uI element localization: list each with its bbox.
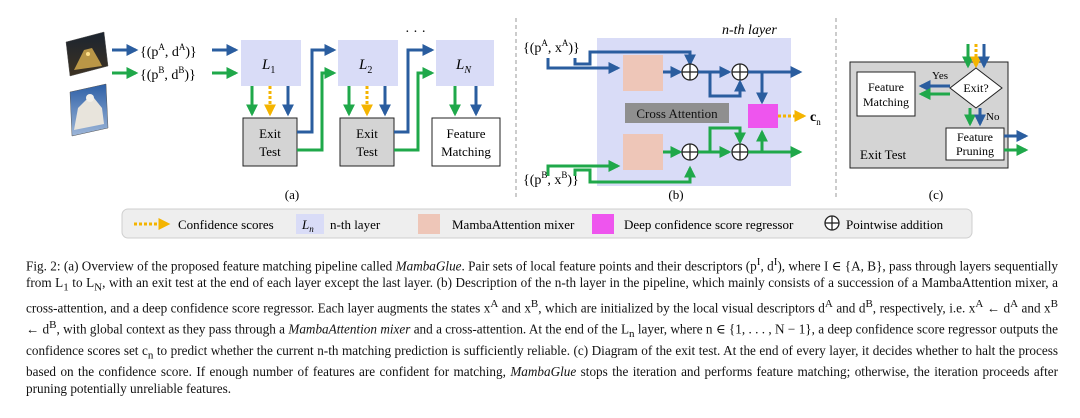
cross-attention-block bbox=[625, 103, 729, 123]
yes-label: Yes bbox=[932, 70, 948, 82]
legend: Confidence scores Ln n-th layer MambaAtt… bbox=[121, 208, 973, 239]
legend-regressor-swatch bbox=[592, 214, 614, 234]
panel-a-label: (a) bbox=[285, 187, 299, 202]
layer-l1 bbox=[241, 40, 301, 86]
feature-matching-c-line2: Matching bbox=[863, 95, 909, 109]
exit-decision-diamond bbox=[949, 67, 1003, 109]
no-label: No bbox=[986, 111, 1000, 123]
input-image-a bbox=[65, 31, 109, 77]
feature-matching-box-a bbox=[431, 117, 501, 167]
input-b-label: {(pB, dB)} bbox=[140, 65, 196, 83]
panel-b-input-a: {(pA, xA)} bbox=[523, 38, 580, 56]
layer-l1-label: L1 bbox=[261, 57, 275, 76]
cross-attention-label: Cross Attention bbox=[636, 106, 718, 121]
layer-l2 bbox=[338, 40, 398, 86]
input-a-label: {(pA, dA)} bbox=[140, 42, 197, 60]
mamba-mixer-bottom bbox=[623, 134, 663, 170]
layer-ellipsis: · · · bbox=[405, 25, 426, 40]
legend-confidence-scores: Confidence scores bbox=[178, 217, 274, 232]
input-image-b bbox=[69, 83, 109, 137]
exit-test-box-1 bbox=[242, 117, 298, 167]
confidence-output-label: cn bbox=[810, 110, 821, 127]
feature-pruning-box bbox=[945, 127, 1005, 161]
layer-ln bbox=[436, 40, 494, 86]
nth-layer-title: n-th layer bbox=[722, 23, 777, 38]
confidence-regressor bbox=[748, 104, 778, 128]
legend-mamba-swatch bbox=[418, 214, 440, 234]
legend-nth-layer: n-th layer bbox=[330, 217, 381, 232]
feature-pruning-line2: Pruning bbox=[956, 144, 994, 158]
legend-layer-swatch bbox=[296, 214, 324, 234]
legend-pointwise-addition: Pointwise addition bbox=[846, 217, 944, 232]
feature-pruning-line1: Feature bbox=[957, 130, 993, 144]
figure-caption: Fig. 2: (a) Overview of the proposed fea… bbox=[26, 256, 1058, 396]
legend-deep-regressor: Deep confidence score regressor bbox=[624, 217, 794, 232]
legend-ln-symbol: Ln bbox=[301, 217, 314, 234]
exit-test-2-line1: Exit bbox=[356, 126, 378, 141]
panel-b-label: (b) bbox=[668, 187, 683, 202]
panel-b-input-b: {(pB, xB)} bbox=[523, 170, 579, 188]
exit-test-1-line1: Exit bbox=[259, 126, 281, 141]
figure: {(pA, dA)} {(pB, dB)} L1 Exit Test L2 Ex… bbox=[65, 18, 1029, 239]
exit-decision-label: Exit? bbox=[963, 81, 988, 95]
exit-test-1-line2: Test bbox=[259, 144, 281, 159]
feature-matching-a-line2: Matching bbox=[441, 144, 491, 159]
panel-a: {(pA, dA)} {(pB, dB)} L1 Exit Test L2 Ex… bbox=[65, 25, 501, 202]
legend-pointwise-icon bbox=[824, 215, 840, 231]
feature-matching-c-line1: Feature bbox=[868, 80, 904, 94]
mamba-mixer-top bbox=[623, 55, 663, 91]
panel-c-label: (c) bbox=[929, 187, 943, 202]
legend-mamba-mixer: MambaAttention mixer bbox=[452, 217, 575, 232]
layer-l2-label: L2 bbox=[358, 57, 372, 76]
exit-test-title: Exit Test bbox=[860, 147, 907, 162]
layer-ln-label: LN bbox=[455, 57, 472, 76]
feature-matching-box-c bbox=[856, 71, 916, 117]
feature-matching-a-line1: Feature bbox=[447, 126, 486, 141]
panel-b: n-th layer {(pA, xA)} {(pB, xB)} Cross A… bbox=[523, 23, 821, 202]
exit-test-2-line2: Test bbox=[356, 144, 378, 159]
panel-c: Exit Test Feature Matching Exit? Yes No … bbox=[849, 44, 1029, 202]
exit-test-box-2 bbox=[339, 117, 395, 167]
